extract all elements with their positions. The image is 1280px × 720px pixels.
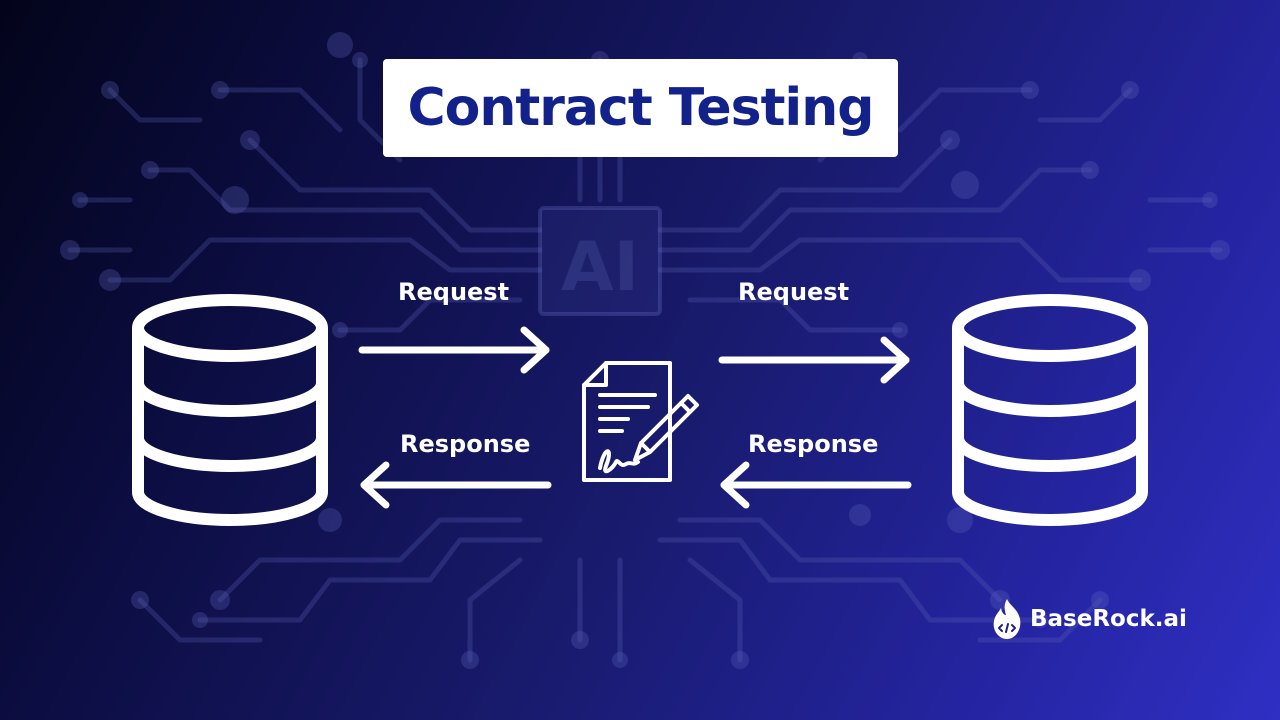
brand-name: BaseRock.ai xyxy=(1030,606,1187,632)
title-box: Contract Testing xyxy=(383,59,898,157)
request-label-right: Request xyxy=(738,278,850,306)
provider-database-icon xyxy=(952,294,1148,526)
consumer-database-icon xyxy=(132,294,328,526)
signed-contract-icon xyxy=(582,361,699,482)
response-arrow-right xyxy=(720,461,912,509)
page-title: Contract Testing xyxy=(407,78,875,138)
ai-chip-text: AI xyxy=(561,228,639,307)
request-arrow-right xyxy=(718,336,910,384)
response-label-right: Response xyxy=(748,430,879,458)
ai-chip-watermark xyxy=(538,206,662,316)
request-label-left: Request xyxy=(398,278,510,306)
response-label-left: Response xyxy=(400,430,531,458)
brand-logo: BaseRock.ai xyxy=(990,597,1187,641)
request-arrow-left xyxy=(358,326,550,374)
response-arrow-left xyxy=(360,461,552,509)
flame-code-icon xyxy=(993,599,1021,639)
